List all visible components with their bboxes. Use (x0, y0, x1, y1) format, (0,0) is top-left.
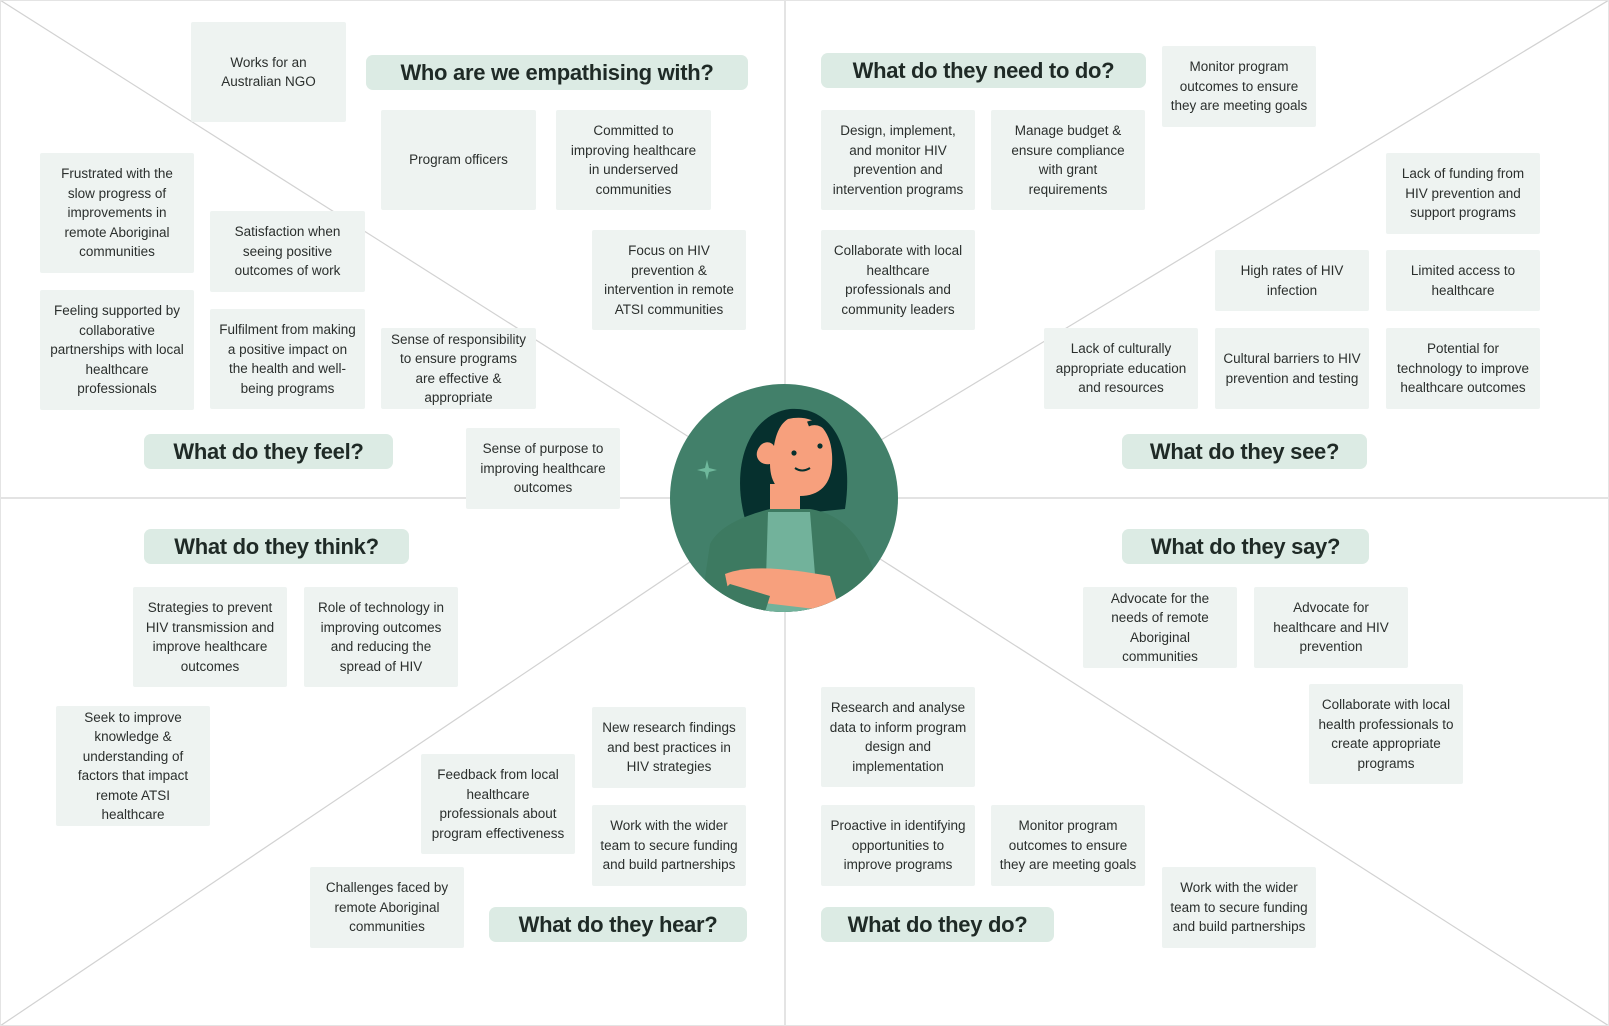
sticky-note-feel[interactable]: Sense of responsibility to ensure progra… (381, 328, 536, 409)
section-heading-do: What do they do? (821, 907, 1054, 942)
sticky-note-see[interactable]: Limited access to healthcare (1386, 250, 1540, 311)
sticky-note-need[interactable]: Manage budget & ensure compliance with g… (991, 110, 1145, 210)
sticky-note-feel[interactable]: Frustrated with the slow progress of imp… (40, 153, 194, 273)
diagonal-divider (0, 0, 786, 499)
sticky-note-feel[interactable]: Feeling supported by collaborative partn… (40, 290, 194, 410)
sticky-note-who[interactable]: Program officers (381, 110, 536, 210)
sticky-note-hear[interactable]: New research findings and best practices… (592, 707, 746, 788)
sticky-note-feel[interactable]: Fulfilment from making a positive impact… (210, 309, 365, 409)
section-heading-who: Who are we empathising with? (366, 55, 748, 90)
sticky-note-hear[interactable]: Work with the wider team to secure fundi… (592, 805, 746, 886)
section-heading-think: What do they think? (144, 529, 409, 564)
sticky-note-see[interactable]: Lack of funding from HIV prevention and … (1386, 153, 1540, 234)
sticky-note-do[interactable]: Monitor program outcomes to ensure they … (991, 805, 1145, 886)
section-heading-say: What do they say? (1122, 529, 1369, 564)
sticky-note-think[interactable]: Seek to improve knowledge & understandin… (56, 706, 210, 826)
section-heading-need: What do they need to do? (821, 53, 1146, 88)
sticky-note-feel[interactable]: Sense of purpose to improving healthcare… (466, 428, 620, 509)
sticky-note-do[interactable]: Proactive in identifying opportunities t… (821, 805, 975, 886)
sticky-note-think[interactable]: Strategies to prevent HIV transmission a… (133, 587, 287, 687)
section-heading-feel: What do they feel? (144, 434, 393, 469)
section-heading-see: What do they see? (1122, 434, 1367, 469)
sticky-note-see[interactable]: Lack of culturally appropriate education… (1044, 328, 1198, 409)
sticky-note-who[interactable]: Committed to improving healthcare in und… (556, 110, 711, 210)
sticky-note-do[interactable]: Research and analyse data to inform prog… (821, 687, 975, 787)
sticky-note-feel[interactable]: Satisfaction when seeing positive outcom… (210, 211, 365, 292)
woman-persona-illustration-icon (670, 384, 898, 612)
sticky-note-need[interactable]: Design, implement, and monitor HIV preve… (821, 110, 975, 210)
diagonal-divider (784, 0, 1609, 499)
sticky-note-say[interactable]: Advocate for healthcare and HIV preventi… (1254, 587, 1408, 668)
sticky-note-see[interactable]: High rates of HIV infection (1215, 250, 1369, 311)
section-heading-hear: What do they hear? (489, 907, 747, 942)
sticky-note-hear[interactable]: Feedback from local healthcare professio… (421, 754, 575, 854)
sticky-note-need[interactable]: Collaborate with local healthcare profes… (821, 230, 975, 330)
diagonal-divider (784, 497, 1609, 1026)
sticky-note-see[interactable]: Cultural barriers to HIV prevention and … (1215, 328, 1369, 409)
sticky-note-say[interactable]: Advocate for the needs of remote Aborigi… (1083, 587, 1237, 668)
sticky-note-think[interactable]: Role of technology in improving outcomes… (304, 587, 458, 687)
sticky-note-need[interactable]: Monitor program outcomes to ensure they … (1162, 46, 1316, 127)
diagonal-divider (0, 497, 786, 1026)
sticky-note-who[interactable]: Focus on HIV prevention & intervention i… (592, 230, 746, 330)
sticky-note-do[interactable]: Work with the wider team to secure fundi… (1162, 867, 1316, 948)
sticky-note-hear[interactable]: Challenges faced by remote Aboriginal co… (310, 867, 464, 948)
sticky-note-who[interactable]: Works for an Australian NGO (191, 22, 346, 122)
sticky-note-say[interactable]: Collaborate with local health profession… (1309, 684, 1463, 784)
sticky-note-see[interactable]: Potential for technology to improve heal… (1386, 328, 1540, 409)
